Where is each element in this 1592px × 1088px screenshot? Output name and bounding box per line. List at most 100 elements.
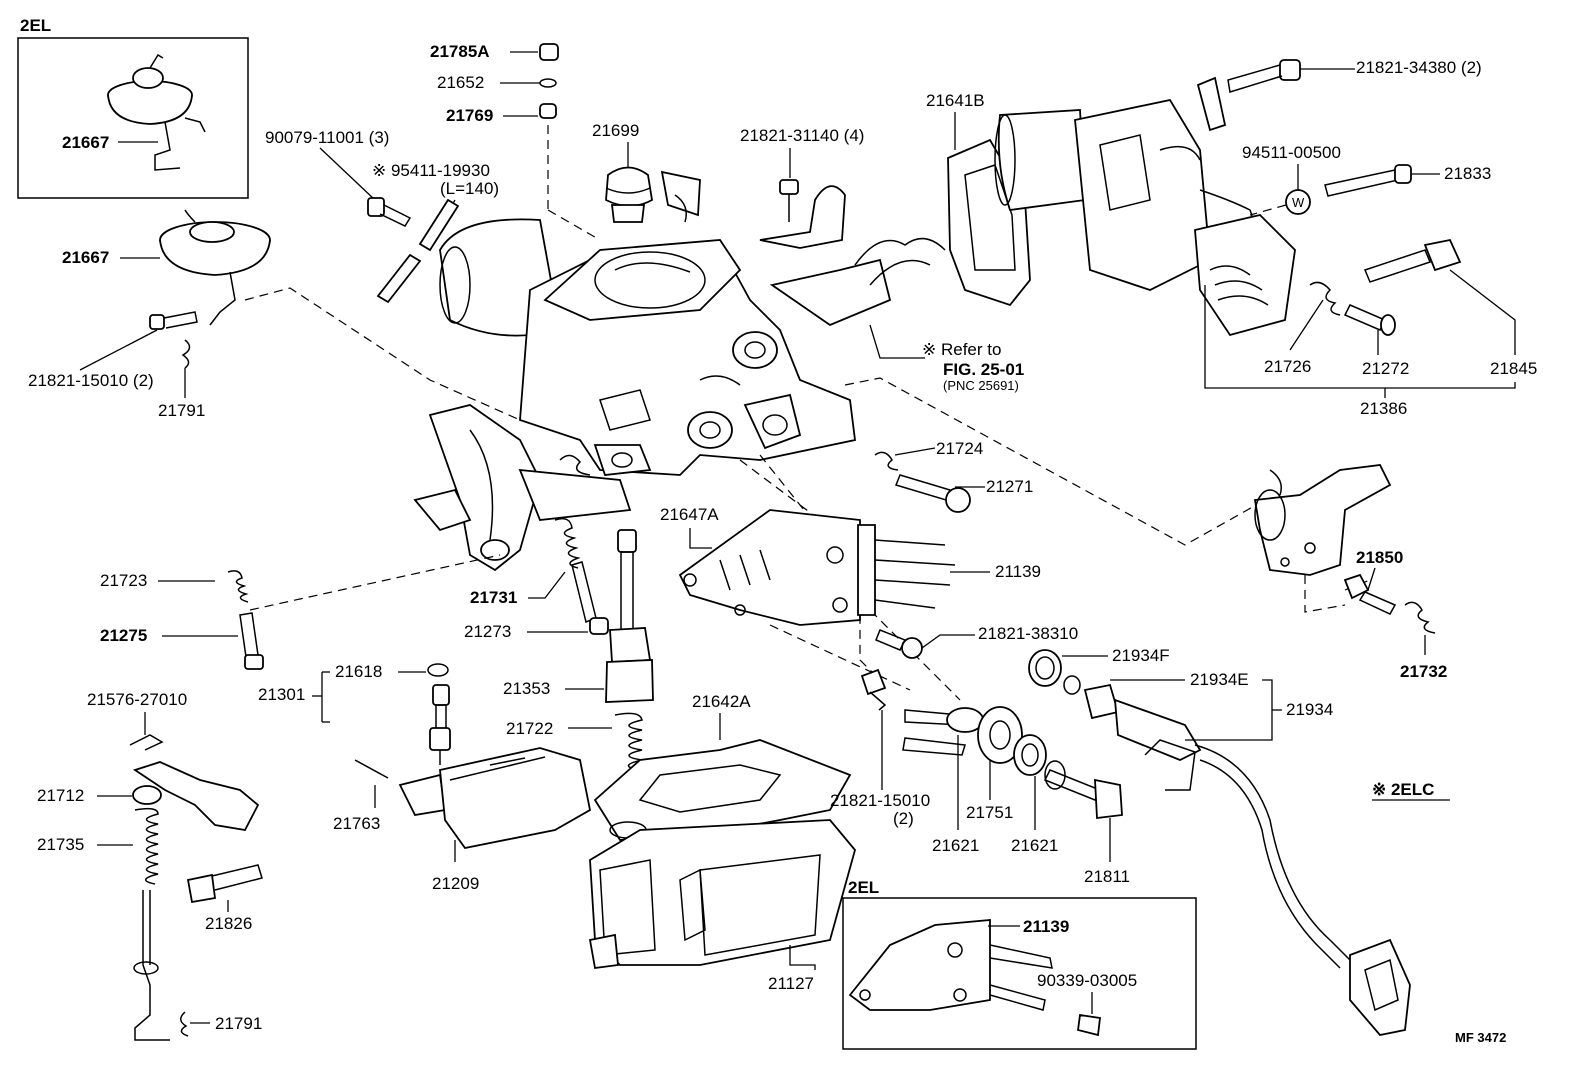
label-21722: 21722 xyxy=(506,719,553,738)
label-90079-11001: 90079-11001 (3) xyxy=(265,128,389,147)
harness-bracket-icon xyxy=(769,237,946,327)
oring-21934E-icon xyxy=(1063,675,1081,695)
label-21811: 21811 xyxy=(1084,867,1130,886)
gasket-21934F-icon xyxy=(1028,649,1062,687)
label-94511-00500: 94511-00500 xyxy=(1242,143,1341,162)
label-21621-a: 21621 xyxy=(932,836,979,855)
throttle-linkage-icon xyxy=(413,404,632,572)
screw-21273-icon xyxy=(571,561,609,635)
bracket-21821-31140-icon xyxy=(759,185,846,249)
label-21821-15010-left: 21821-15010 (2) xyxy=(28,371,154,390)
label-21791-bottom: 21791 xyxy=(215,1014,262,1033)
label-21273: 21273 xyxy=(464,622,511,641)
bolt-21811-icon xyxy=(1043,760,1123,820)
label-21751: 21751 xyxy=(966,803,1013,822)
hose-95411-icon xyxy=(376,198,460,304)
label-21731: 21731 xyxy=(470,588,517,607)
spring-21735-icon xyxy=(134,807,159,885)
label-21576-27010: 21576-27010 xyxy=(87,690,187,709)
label-21821-15010-bottom: 21821-15010 xyxy=(830,791,930,810)
label-21821-15010-bottom-qty: (2) xyxy=(893,809,914,828)
solenoid-21209-icon xyxy=(398,747,592,849)
label-21699: 21699 xyxy=(592,121,639,140)
label-21763: 21763 xyxy=(333,814,380,833)
gasket-21621-b-icon xyxy=(1013,734,1047,776)
label-95411-length: (L=140) xyxy=(440,179,499,198)
label-21652: 21652 xyxy=(437,73,484,92)
choke-lever-icon xyxy=(1253,464,1392,576)
bolt-21845-icon xyxy=(1363,238,1462,283)
screw-21272-icon xyxy=(1343,304,1396,336)
label-21934E: 21934E xyxy=(1190,670,1249,689)
boot-21699-icon xyxy=(605,166,653,223)
spring-21726-icon xyxy=(1309,281,1341,316)
label-21850: 21850 xyxy=(1356,548,1403,567)
label-21353: 21353 xyxy=(503,679,550,698)
spring-21724-icon xyxy=(874,451,899,471)
label-21723: 21723 xyxy=(100,571,147,590)
power-piston-21353-icon xyxy=(605,529,654,703)
label-21272: 21272 xyxy=(1362,359,1409,378)
vsv-21139-tubes-icon xyxy=(857,524,956,616)
label-21301: 21301 xyxy=(258,685,305,704)
label-21769: 21769 xyxy=(446,106,493,125)
label-21845: 21845 xyxy=(1490,359,1537,378)
vacuum-diaphragm-main xyxy=(159,209,271,326)
label-21821-31140: 21821-31140 (4) xyxy=(740,126,864,145)
bolt-21821-15010-bottom-icon xyxy=(860,668,887,711)
vsv-21139-alt-icon xyxy=(848,919,1101,1037)
vacuum-diaphragm-icon xyxy=(107,53,206,171)
label-21621-b: 21621 xyxy=(1011,836,1058,855)
label-21821-38310: 21821-38310 xyxy=(978,624,1078,643)
label-21618: 21618 xyxy=(335,662,382,681)
label-21821-34380: 21821-34380 (2) xyxy=(1356,58,1482,77)
gasket-21642A-icon xyxy=(593,739,852,841)
clip-21791-top-icon xyxy=(181,339,191,369)
label-90339-03005: 90339-03005 xyxy=(1037,971,1137,990)
clip-21576-icon xyxy=(129,734,164,751)
screw-21275-icon xyxy=(239,612,264,670)
label-21641B: 21641B xyxy=(926,91,985,110)
bracket-21647A-icon xyxy=(678,509,861,626)
label-21712: 21712 xyxy=(37,786,84,805)
label-21667-box: 21667 xyxy=(62,133,109,152)
carburetor-body-icon xyxy=(439,218,856,476)
label-21732: 21732 xyxy=(1400,662,1447,681)
actuator-body-icon xyxy=(994,98,1296,337)
label-21667: 21667 xyxy=(62,248,109,267)
inset-2el-top: 2EL 21667 xyxy=(17,16,249,199)
label-21724: 21724 xyxy=(936,439,983,458)
lever-21712-icon xyxy=(132,761,260,831)
float-bowl-21127-icon xyxy=(588,819,856,970)
bolt-21821-15010-left xyxy=(149,311,198,330)
label-21642A: 21642A xyxy=(692,692,751,711)
inset-2el-top-title: 2EL xyxy=(20,16,51,35)
bracket-21699-icon xyxy=(660,170,701,223)
bolt-21821-31140-icon xyxy=(779,179,799,222)
rod-21735-icon xyxy=(133,890,170,1041)
label-refer-to: ※ Refer to xyxy=(922,340,1001,359)
clip-bracket-icon xyxy=(1196,76,1227,132)
label-21647A: 21647A xyxy=(660,505,719,524)
label-21735: 21735 xyxy=(37,835,84,854)
spring-21732-icon xyxy=(1404,601,1436,634)
bolt-21826-icon xyxy=(186,864,263,904)
washer-94511-icon xyxy=(1285,189,1311,215)
clip-21791-bottom-icon xyxy=(180,1011,189,1037)
oring-21652-icon xyxy=(539,78,557,88)
cap-21785A-icon xyxy=(539,43,559,61)
figure-id: MF 3472 xyxy=(1455,1030,1506,1045)
screw-90079-icon xyxy=(367,197,412,227)
inset-2el-bottom: 2EL 21139 90339-03005 xyxy=(842,878,1197,1050)
bolt-21821-34380-icon xyxy=(1227,59,1301,93)
label-21139: 21139 xyxy=(995,562,1041,581)
label-21209: 21209 xyxy=(432,874,479,893)
inset-2el-bottom-title: 2EL xyxy=(848,878,879,897)
spring-21723-icon xyxy=(227,570,249,603)
jet-21301-icon xyxy=(429,684,451,765)
label-95411-19930: ※ 95411-19930 xyxy=(372,161,490,180)
label-21826: 21826 xyxy=(205,914,252,933)
bolt-21833-icon xyxy=(1324,164,1412,197)
bolt-21821-38310-icon xyxy=(875,629,923,659)
